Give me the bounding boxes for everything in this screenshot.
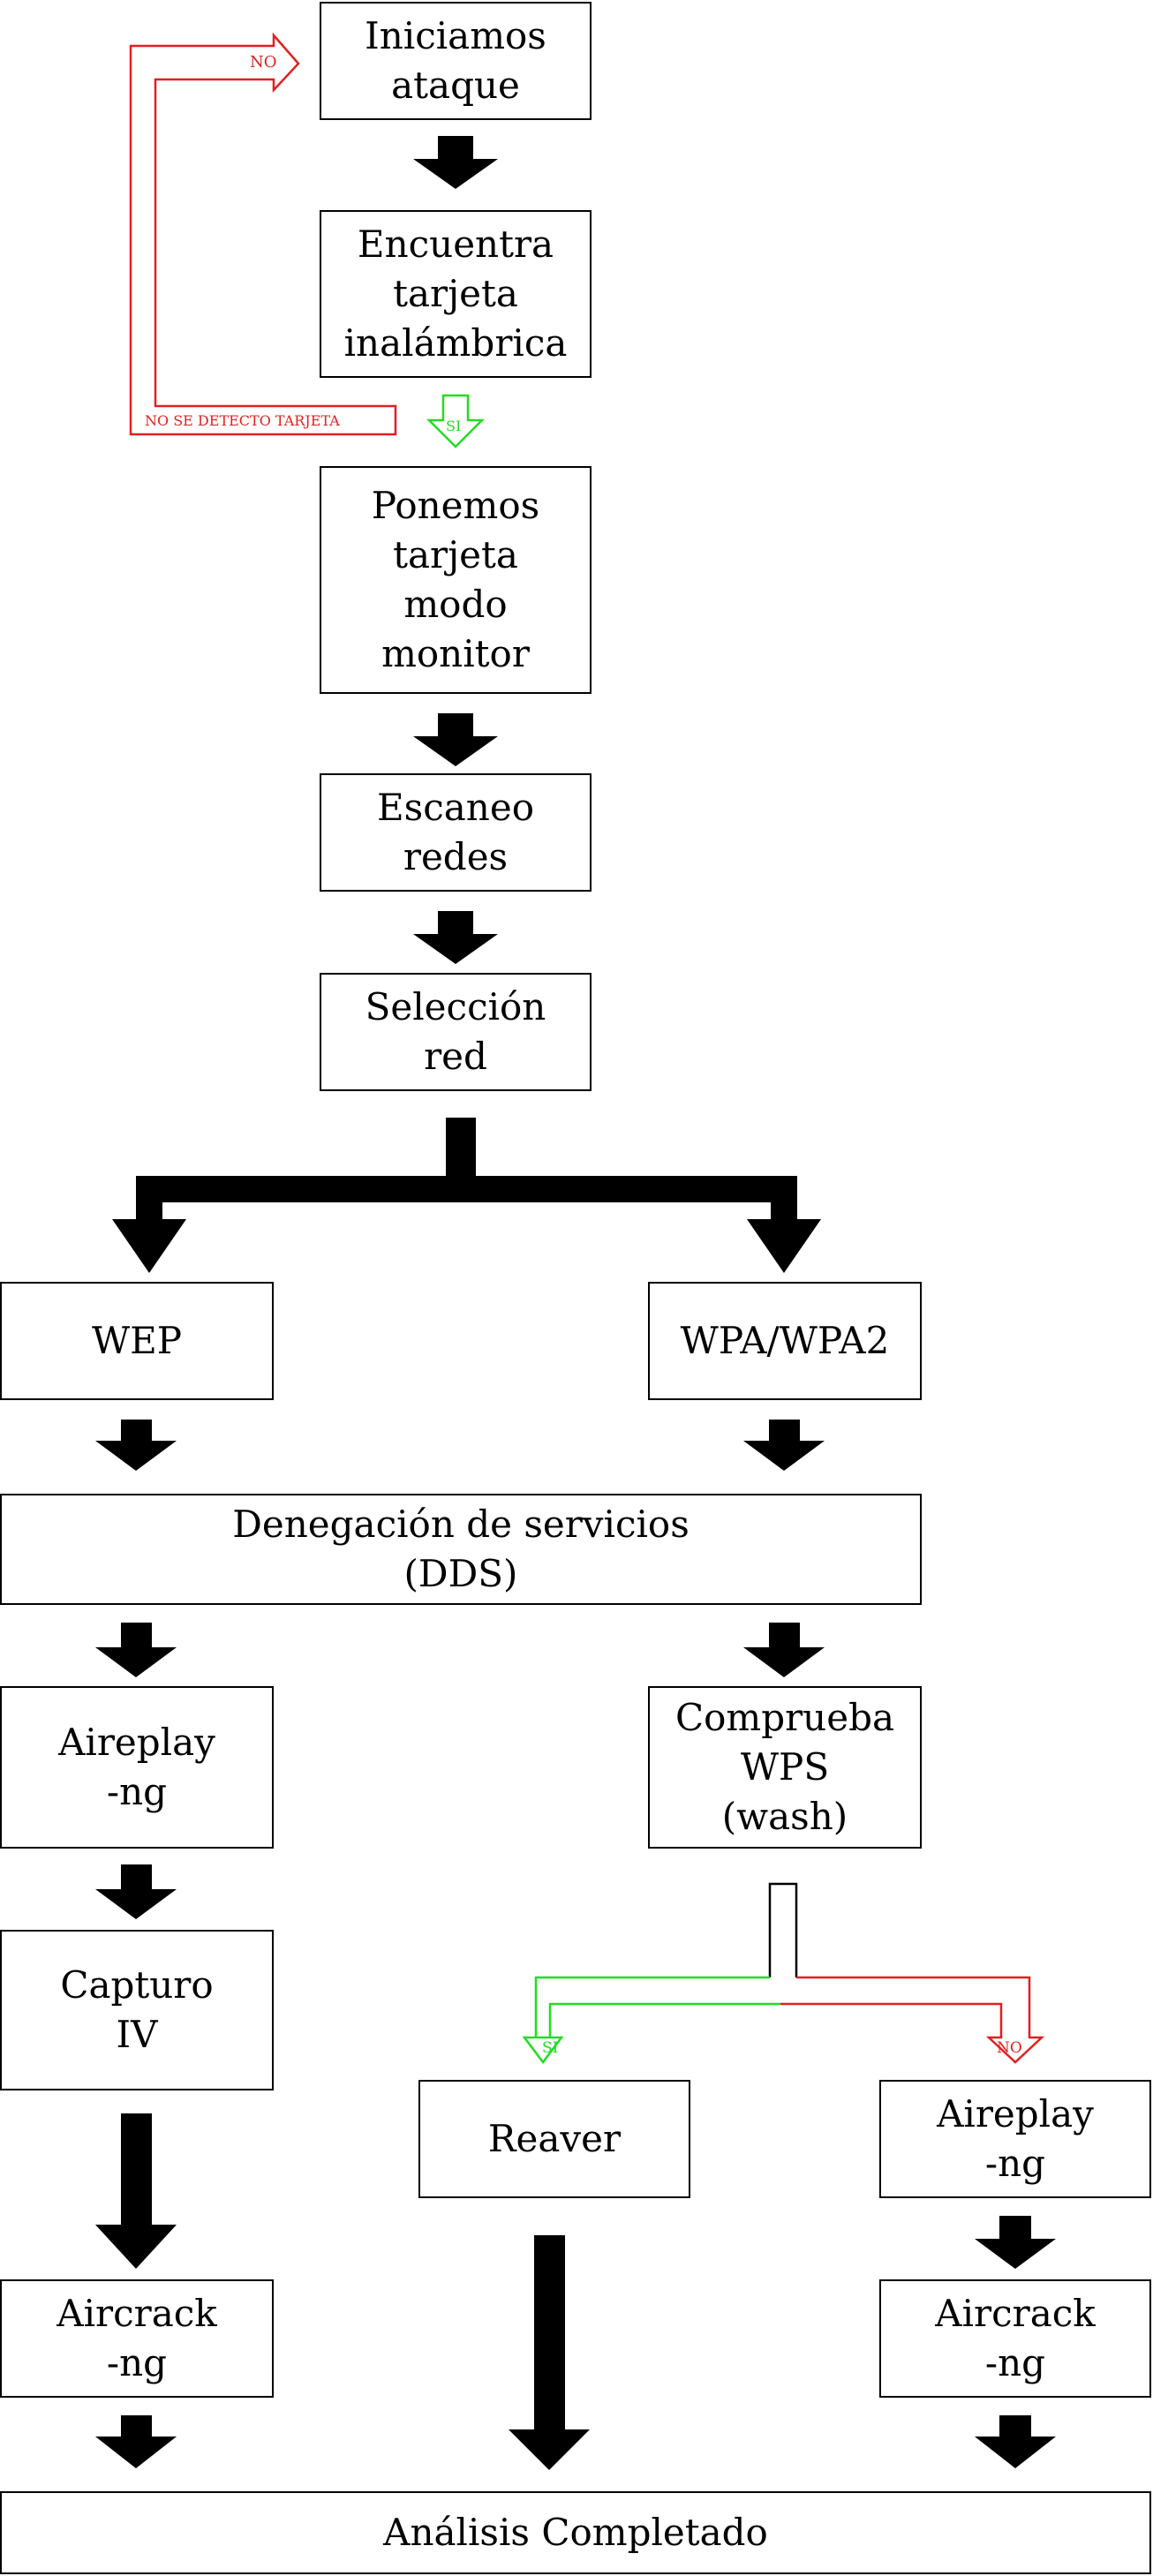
node-monitor: Ponemos tarjeta modo monitor: [320, 466, 592, 694]
node-reaver: Reaver: [418, 2080, 690, 2198]
wps-stem-outline: [768, 1882, 798, 1977]
node-aireplay-wpa: Aireplay -ng: [879, 2080, 1151, 2198]
label-no-wps: NO: [997, 2039, 1022, 2057]
arrow-capture-to-aircrack: [95, 2113, 177, 2269]
node-find-card: Encuentra tarjeta inalámbrica: [320, 210, 592, 378]
arrow-dds-to-wps: [743, 1623, 825, 1677]
node-wep: WEP: [0, 1282, 274, 1400]
arrow-aireplay-to-capture: [95, 1864, 177, 1919]
node-aircrack-wpa: Aircrack -ng: [879, 2279, 1151, 2398]
node-capture-iv: Capturo IV: [0, 1930, 274, 2090]
node-scan: Escaneo redes: [320, 773, 592, 892]
label-no-top: NO: [250, 53, 277, 72]
node-aircrack-wep: Aircrack -ng: [0, 2279, 274, 2398]
node-wpa: WPA/WPA2: [648, 1282, 922, 1400]
node-select: Selección red: [320, 973, 592, 1091]
arrow-wpa-to-dds: [743, 1420, 825, 1471]
si-card-arrow: [426, 394, 486, 448]
arrow-scan-to-select: [413, 911, 498, 964]
node-wps: Comprueba WPS (wash): [648, 1686, 922, 1849]
arrow-aireplay-to-aircrack: [975, 2216, 1056, 2269]
node-complete: Análisis Completado: [0, 2491, 1151, 2574]
arrow-start-to-find: [413, 136, 498, 189]
arrow-aircrack-wpa-to-complete: [975, 2415, 1056, 2468]
no-wps-path: [780, 1976, 1045, 2064]
label-si-card: SI: [446, 418, 461, 434]
arrow-select-split: [112, 1118, 821, 1273]
label-si-wps: SI: [542, 2039, 558, 2057]
node-aireplay-wep: Aireplay -ng: [0, 1686, 274, 1849]
arrow-monitor-to-scan: [413, 713, 498, 766]
arrow-dds-to-aireplay: [95, 1623, 177, 1677]
no-card-return-path: [129, 32, 397, 436]
si-wps-path: [522, 1976, 780, 2065]
node-dds: Denegación de servicios (DDS): [0, 1494, 922, 1605]
node-start: Iniciamos ataque: [320, 2, 592, 120]
arrow-aircrack-wep-to-complete: [95, 2415, 177, 2468]
label-no-card: NO SE DETECTO TARJETA: [145, 412, 340, 429]
arrow-reaver-to-complete: [509, 2235, 590, 2470]
arrow-wep-to-dds: [95, 1420, 177, 1471]
